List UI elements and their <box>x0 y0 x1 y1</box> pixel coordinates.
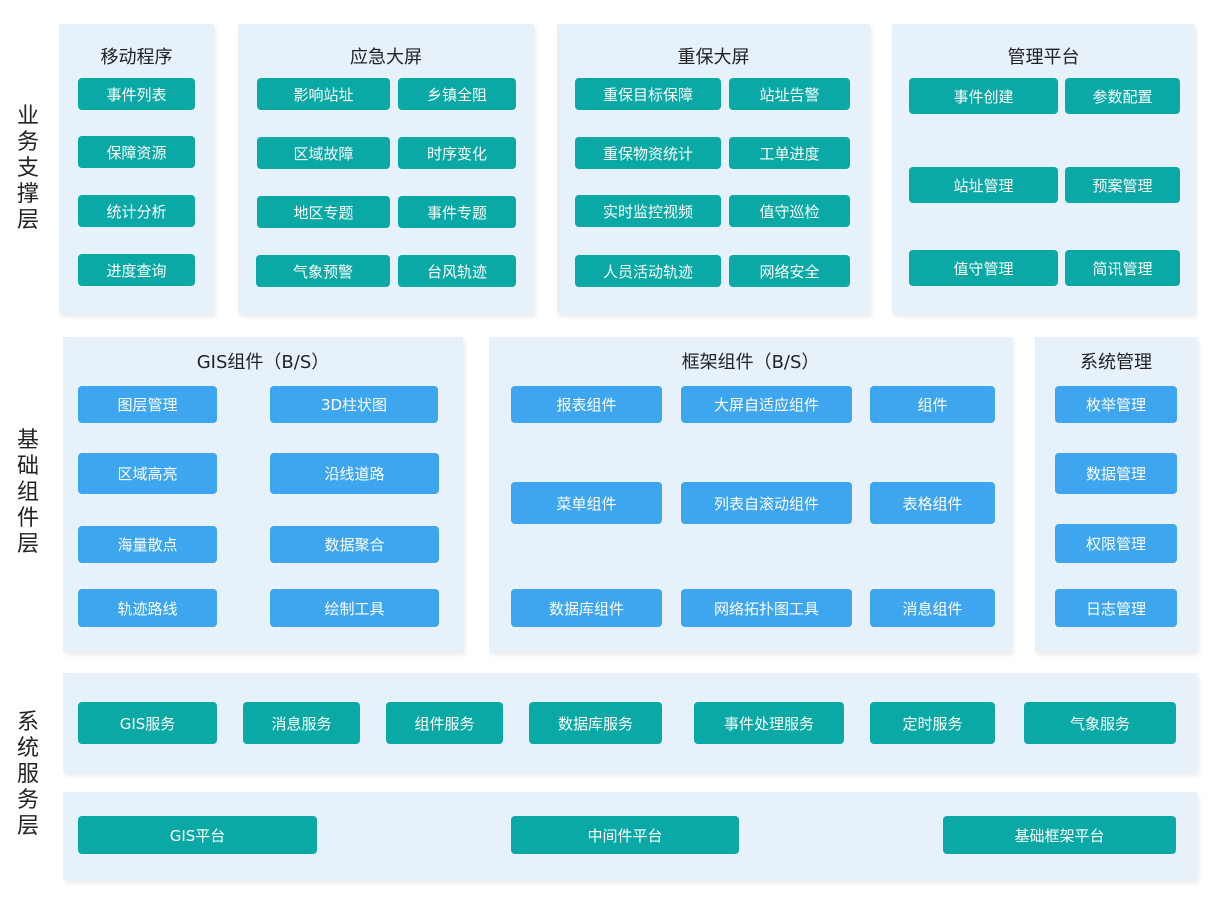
layer-char: 层 <box>16 532 39 557</box>
panel-emergency: 应急大屏 影响站址 乡镇全阻 区域故障 时序变化 地区专题 事件专题 气象预警 … <box>238 24 534 314</box>
panel-title: GIS组件（B/S） <box>196 352 330 373</box>
gis-item[interactable]: 3D柱状图 <box>270 386 438 423</box>
service-item[interactable]: 事件处理服务 <box>694 702 844 744</box>
management-item[interactable]: 参数配置 <box>1065 78 1180 114</box>
layer-char: 组 <box>16 480 39 505</box>
security-item[interactable]: 工单进度 <box>729 137 850 169</box>
security-item[interactable]: 值守巡检 <box>729 195 850 227</box>
panel-title: 管理平台 <box>1007 47 1080 68</box>
mobile-item-resources[interactable]: 保障资源 <box>78 136 195 168</box>
emergency-item[interactable]: 事件专题 <box>398 196 516 228</box>
framework-item[interactable]: 表格组件 <box>870 482 995 524</box>
security-item[interactable]: 站址告警 <box>729 78 850 110</box>
platform-item[interactable]: 基础框架平台 <box>943 816 1176 854</box>
security-item[interactable]: 重保目标保障 <box>575 78 721 110</box>
layer-char: 服 <box>16 762 39 787</box>
panel-title: 系统管理 <box>1080 352 1152 373</box>
sysmgmt-item[interactable]: 数据管理 <box>1055 453 1177 494</box>
sysmgmt-item[interactable]: 日志管理 <box>1055 589 1177 627</box>
panel-framework: 框架组件（B/S） 报表组件 大屏自适应组件 组件 菜单组件 列表自滚动组件 表… <box>489 337 1012 652</box>
gis-item[interactable]: 海量散点 <box>78 526 217 563</box>
service-item[interactable]: GIS服务 <box>78 702 217 744</box>
framework-item[interactable]: 菜单组件 <box>511 482 662 524</box>
layer-char: 务 <box>16 788 39 813</box>
framework-item[interactable]: 组件 <box>870 386 995 423</box>
panel-title: 应急大屏 <box>350 47 422 68</box>
emergency-item[interactable]: 气象预警 <box>256 255 390 287</box>
service-item[interactable]: 消息服务 <box>243 702 360 744</box>
security-item[interactable]: 重保物资统计 <box>575 137 721 169</box>
layer-char: 础 <box>16 454 39 479</box>
emergency-item[interactable]: 地区专题 <box>257 196 390 228</box>
panel-security: 重保大屏 重保目标保障 站址告警 重保物资统计 工单进度 实时监控视频 值守巡检… <box>557 24 870 314</box>
service-item[interactable]: 气象服务 <box>1024 702 1176 744</box>
layer-char: 层 <box>16 814 39 839</box>
emergency-item[interactable]: 影响站址 <box>257 78 390 110</box>
panel-management: 管理平台 事件创建 参数配置 站址管理 预案管理 值守管理 简讯管理 <box>892 24 1195 314</box>
panel-title: 移动程序 <box>100 47 173 68</box>
management-item[interactable]: 预案管理 <box>1065 167 1180 203</box>
gis-item[interactable]: 图层管理 <box>78 386 217 423</box>
layer-char: 支 <box>16 156 39 181</box>
management-item[interactable]: 站址管理 <box>909 167 1058 203</box>
framework-item[interactable]: 列表自滚动组件 <box>681 482 852 524</box>
panel-title: 框架组件（B/S） <box>681 352 820 373</box>
service-item[interactable]: 数据库服务 <box>529 702 662 744</box>
sysmgmt-item[interactable]: 枚举管理 <box>1055 386 1177 423</box>
platform-item[interactable]: GIS平台 <box>78 816 317 854</box>
layer-char: 系 <box>16 710 39 735</box>
gis-item[interactable]: 区域高亮 <box>78 453 217 494</box>
emergency-item[interactable]: 时序变化 <box>398 137 516 169</box>
security-item[interactable]: 网络安全 <box>729 255 850 287</box>
framework-item[interactable]: 消息组件 <box>870 589 995 627</box>
sysmgmt-item[interactable]: 权限管理 <box>1055 524 1177 563</box>
security-item[interactable]: 实时监控视频 <box>575 195 721 227</box>
panel-gis: GIS组件（B/S） 图层管理 3D柱状图 区域高亮 沿线道路 海量散点 数据聚… <box>63 337 463 652</box>
layer-char: 基 <box>16 428 39 453</box>
gis-item[interactable]: 沿线道路 <box>270 453 439 494</box>
service-item[interactable]: 定时服务 <box>870 702 995 744</box>
layer-char: 层 <box>16 208 39 233</box>
layer-char: 撑 <box>16 182 39 207</box>
management-item[interactable]: 值守管理 <box>909 250 1058 286</box>
panel-sysmgmt: 系统管理 枚举管理 数据管理 权限管理 日志管理 <box>1035 337 1197 652</box>
gis-item[interactable]: 绘制工具 <box>270 589 439 627</box>
framework-item[interactable]: 网络拓扑图工具 <box>681 589 852 627</box>
mobile-item-event-list[interactable]: 事件列表 <box>78 78 195 110</box>
emergency-item[interactable]: 区域故障 <box>257 137 390 169</box>
platform-item[interactable]: 中间件平台 <box>511 816 739 854</box>
framework-item[interactable]: 报表组件 <box>511 386 662 423</box>
layer-char: 件 <box>16 506 39 531</box>
framework-item[interactable]: 数据库组件 <box>511 589 662 627</box>
emergency-item[interactable]: 乡镇全阻 <box>398 78 516 110</box>
panel-platforms: GIS平台 中间件平台 基础框架平台 <box>63 792 1197 880</box>
mobile-item-progress[interactable]: 进度查询 <box>78 254 195 286</box>
management-item[interactable]: 简讯管理 <box>1065 250 1180 286</box>
security-item[interactable]: 人员活动轨迹 <box>575 255 721 287</box>
framework-item[interactable]: 大屏自适应组件 <box>681 386 852 423</box>
panel-title: 重保大屏 <box>677 47 750 68</box>
management-item[interactable]: 事件创建 <box>909 78 1058 114</box>
emergency-item[interactable]: 台风轨迹 <box>398 255 516 287</box>
gis-item[interactable]: 轨迹路线 <box>78 589 217 627</box>
panel-services: GIS服务 消息服务 组件服务 数据库服务 事件处理服务 定时服务 气象服务 <box>63 673 1197 773</box>
service-item[interactable]: 组件服务 <box>386 702 503 744</box>
layer-char: 务 <box>16 130 39 155</box>
mobile-item-statistics[interactable]: 统计分析 <box>78 195 195 227</box>
layer-char: 统 <box>16 736 39 761</box>
layer-char: 业 <box>16 104 39 129</box>
gis-item[interactable]: 数据聚合 <box>270 526 439 563</box>
layer-label-business: 业 务 支 撑 层 <box>8 104 48 234</box>
layer-label-service: 系 统 服 务 层 <box>8 710 48 840</box>
layer-label-component: 基 础 组 件 层 <box>8 428 48 558</box>
panel-mobile: 移动程序 事件列表 保障资源 统计分析 进度查询 <box>59 24 214 314</box>
